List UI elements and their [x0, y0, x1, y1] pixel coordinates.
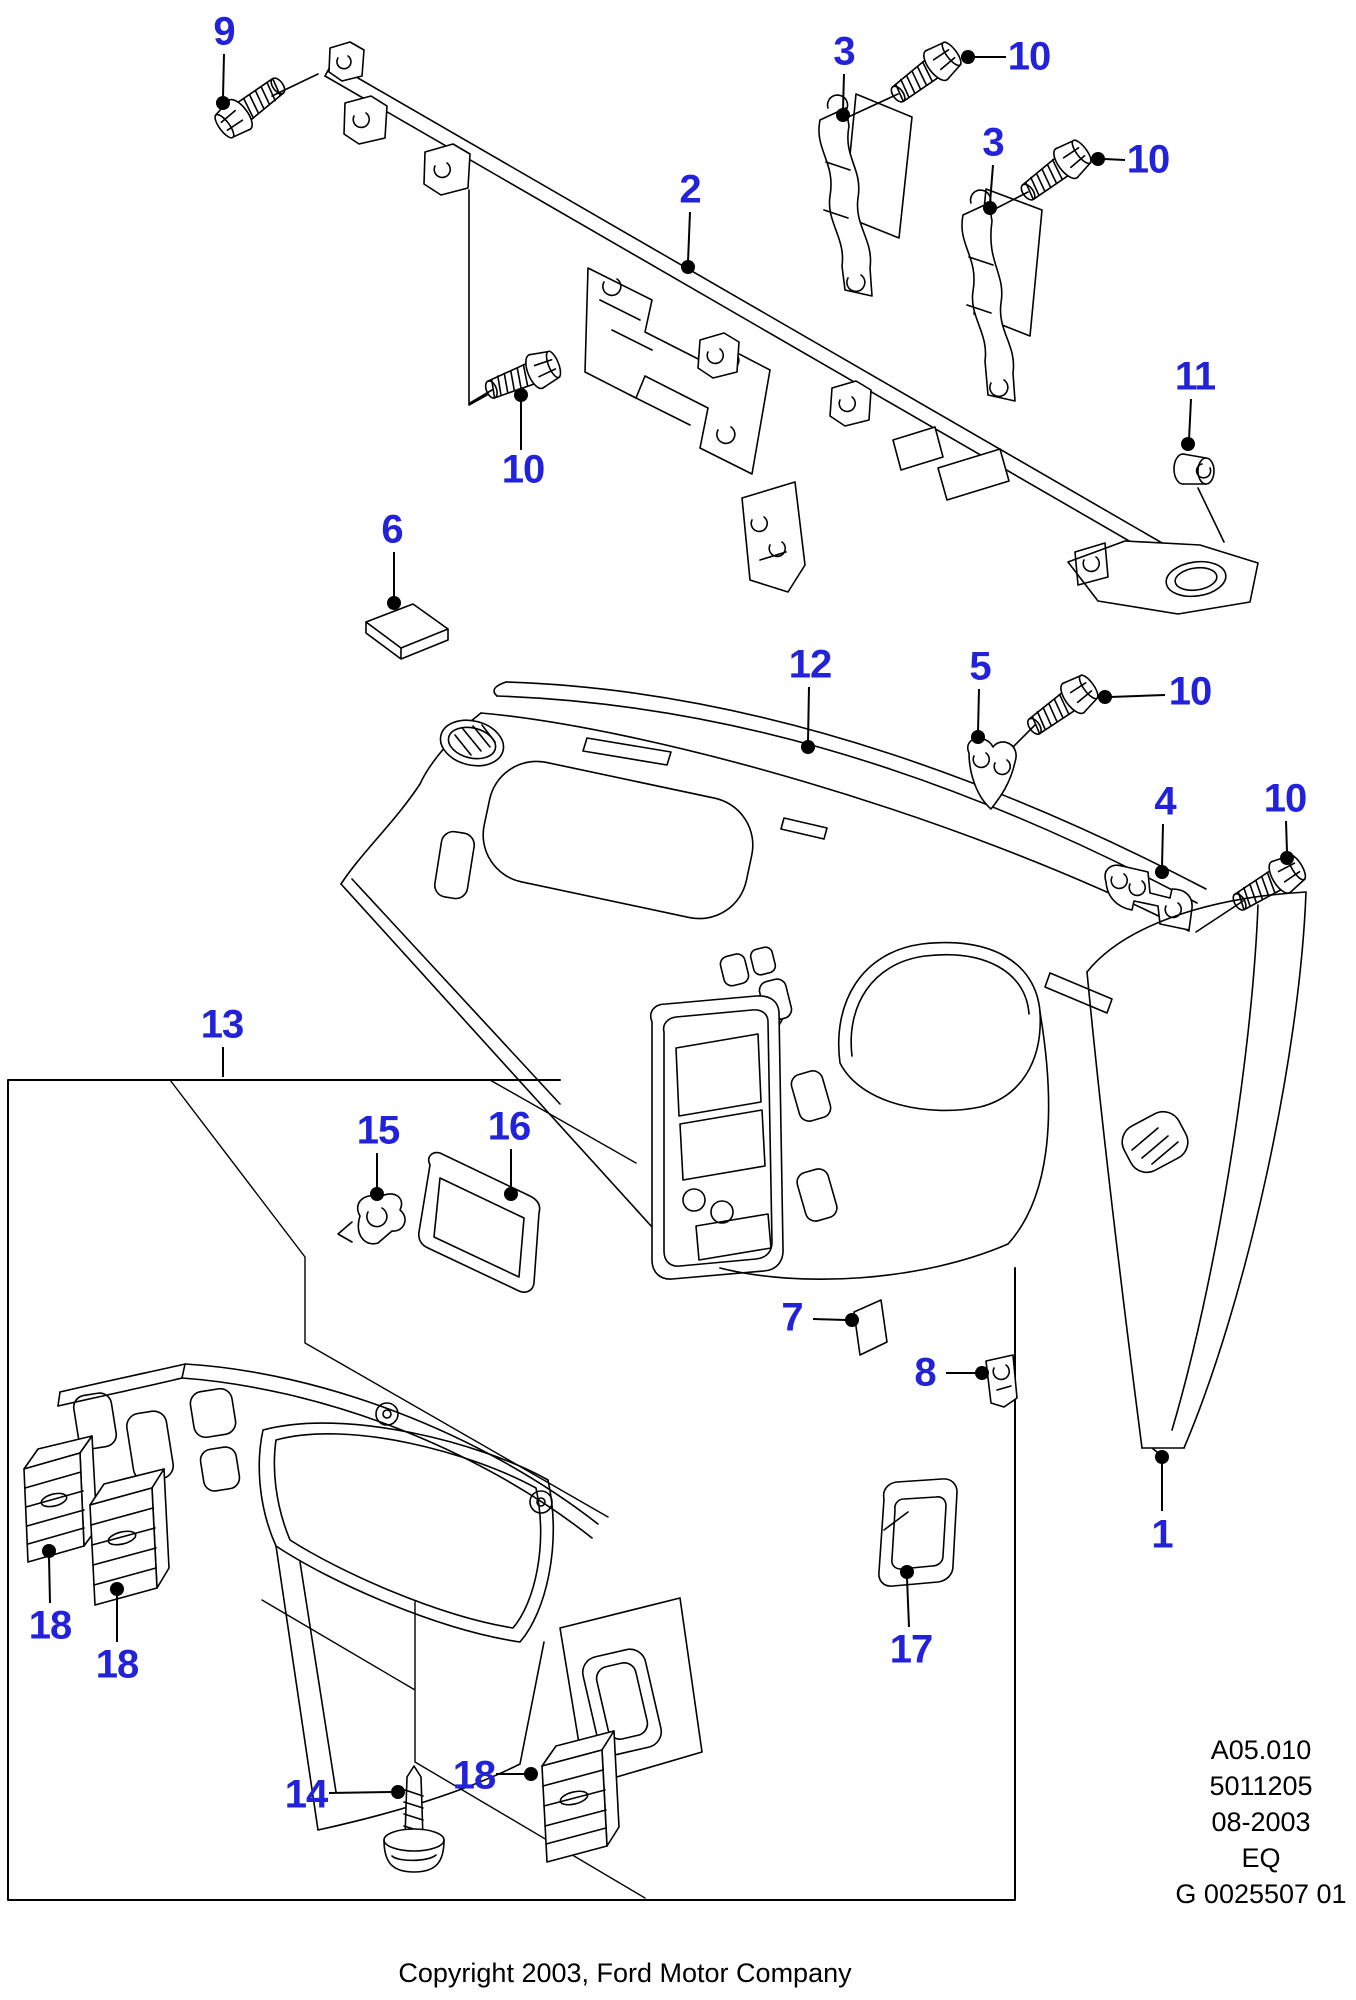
part-14-screw [383, 1765, 445, 1873]
leader-dot-7-17 [845, 1313, 859, 1327]
drawing-info-line: A05.010 [1210, 1735, 1312, 1765]
leader-dot-12-9 [801, 740, 815, 754]
leader-dot-1-19 [1155, 1450, 1169, 1464]
leader-dot-18-23 [524, 1767, 538, 1781]
leader-line-5-10 [977, 688, 980, 733]
drawing-info-line: EQ [1241, 1843, 1281, 1873]
part-3-bracket-right [961, 188, 1043, 402]
drawing-info-line: 08-2003 [1211, 1807, 1311, 1837]
leader-dot-10-6 [514, 388, 528, 402]
leader-dot-6-8 [387, 596, 401, 610]
leader-dot-16-16 [504, 1187, 518, 1201]
part-2-crossbeam [324, 41, 1259, 615]
callout-10-6[interactable]: 10 [501, 447, 545, 492]
callout-17-20[interactable]: 17 [889, 1627, 933, 1672]
callout-12-9[interactable]: 12 [788, 642, 832, 687]
part-1-end-piece [1086, 891, 1307, 1457]
leader-dot-14-24 [391, 1785, 405, 1799]
drawing-info-line: G 0025507 01 [1175, 1879, 1347, 1909]
leader-dot-10-13 [1280, 851, 1294, 865]
drawing-info-block: A05.010 5011205 08-2003 EQ G 0025507 01 [1158, 1732, 1356, 1912]
drawing-info-line: 5011205 [1209, 1771, 1313, 1801]
copyright-footer: Copyright 2003, Ford Motor Company [398, 1958, 852, 1988]
leader-line-10-11 [1109, 694, 1166, 698]
part-15-clip [337, 1193, 406, 1245]
leader-line-9-0 [222, 53, 225, 98]
leader-line-17-20 [906, 1577, 910, 1628]
callout-2-1[interactable]: 2 [679, 167, 701, 212]
callout-9-0[interactable]: 9 [213, 9, 235, 54]
leader-line-4-12 [1161, 823, 1164, 868]
part-17-bezel [878, 1478, 958, 1587]
callout-5-10[interactable]: 5 [969, 644, 991, 689]
leader-dot-3-2 [836, 108, 850, 122]
part-3-bracket-left [818, 93, 913, 297]
callout-10-13[interactable]: 10 [1263, 776, 1307, 821]
leader-line-18-21 [48, 1556, 51, 1604]
leader-dot-10-3 [961, 50, 975, 64]
callout-4-12[interactable]: 4 [1154, 779, 1176, 824]
leader-line-3-2 [842, 73, 845, 111]
callout-1-19[interactable]: 1 [1151, 1512, 1173, 1557]
leader-line-10-13 [1285, 820, 1288, 853]
leader-line-7-17 [812, 1318, 847, 1321]
callout-14-24[interactable]: 14 [284, 1772, 328, 1817]
leader-dot-5-10 [971, 730, 985, 744]
part-13-cluster-housing [57, 1363, 703, 1831]
callout-18-21[interactable]: 18 [28, 1603, 72, 1648]
leader-line-12-9 [807, 686, 810, 743]
leader-dot-3-4 [983, 201, 997, 215]
callout-11-7[interactable]: 11 [1174, 354, 1216, 399]
callout-10-3[interactable]: 10 [1007, 34, 1051, 79]
leader-dot-18-22 [110, 1582, 124, 1596]
leader-line-3-4 [989, 164, 994, 204]
leader-line-14-24 [328, 1791, 393, 1794]
callout-3-4[interactable]: 3 [982, 120, 1004, 165]
leader-dot-2-1 [681, 260, 695, 274]
part-13-detail-box [7, 1079, 1016, 1901]
callout-10-11[interactable]: 10 [1168, 669, 1212, 714]
part-18-vent-mid [89, 1468, 170, 1606]
leader-line-10-5 [1103, 158, 1126, 161]
callout-6-8[interactable]: 6 [381, 507, 403, 552]
callout-16-16[interactable]: 16 [487, 1104, 531, 1149]
leader-dot-9-0 [216, 96, 230, 110]
callout-10-5[interactable]: 10 [1126, 137, 1170, 182]
part-8-clip [985, 1354, 1018, 1408]
callout-18-23[interactable]: 18 [452, 1753, 496, 1798]
part-11-grommet [1173, 453, 1225, 543]
part-7-plate [853, 1299, 888, 1356]
leader-line-2-1 [687, 211, 691, 263]
part-9-bolt [208, 67, 319, 145]
leader-line-11-7 [1188, 398, 1192, 441]
leader-dot-10-11 [1098, 690, 1112, 704]
leader-dot-10-5 [1091, 152, 1105, 166]
leader-dot-4-12 [1155, 865, 1169, 879]
part-18-vent-bottom [541, 1730, 620, 1863]
leader-dot-15-15 [370, 1187, 384, 1201]
part-10-bolts [469, 35, 1312, 933]
leader-dot-17-20 [900, 1565, 914, 1579]
callout-18-22[interactable]: 18 [95, 1642, 139, 1687]
callout-7-17[interactable]: 7 [781, 1295, 803, 1340]
part-6-pad [365, 603, 449, 660]
callout-13-14[interactable]: 13 [200, 1002, 244, 1047]
part-12-instrument-panel [340, 681, 1207, 1280]
callout-3-2[interactable]: 3 [833, 29, 855, 74]
part-18-vent-left [23, 1435, 98, 1563]
leader-dot-18-21 [42, 1544, 56, 1558]
callout-15-15[interactable]: 15 [356, 1108, 400, 1153]
part-4-z-bracket [1104, 864, 1193, 931]
leader-dot-8-18 [975, 1366, 989, 1380]
leader-dot-11-7 [1181, 437, 1195, 451]
callout-8-18[interactable]: 8 [914, 1350, 936, 1395]
